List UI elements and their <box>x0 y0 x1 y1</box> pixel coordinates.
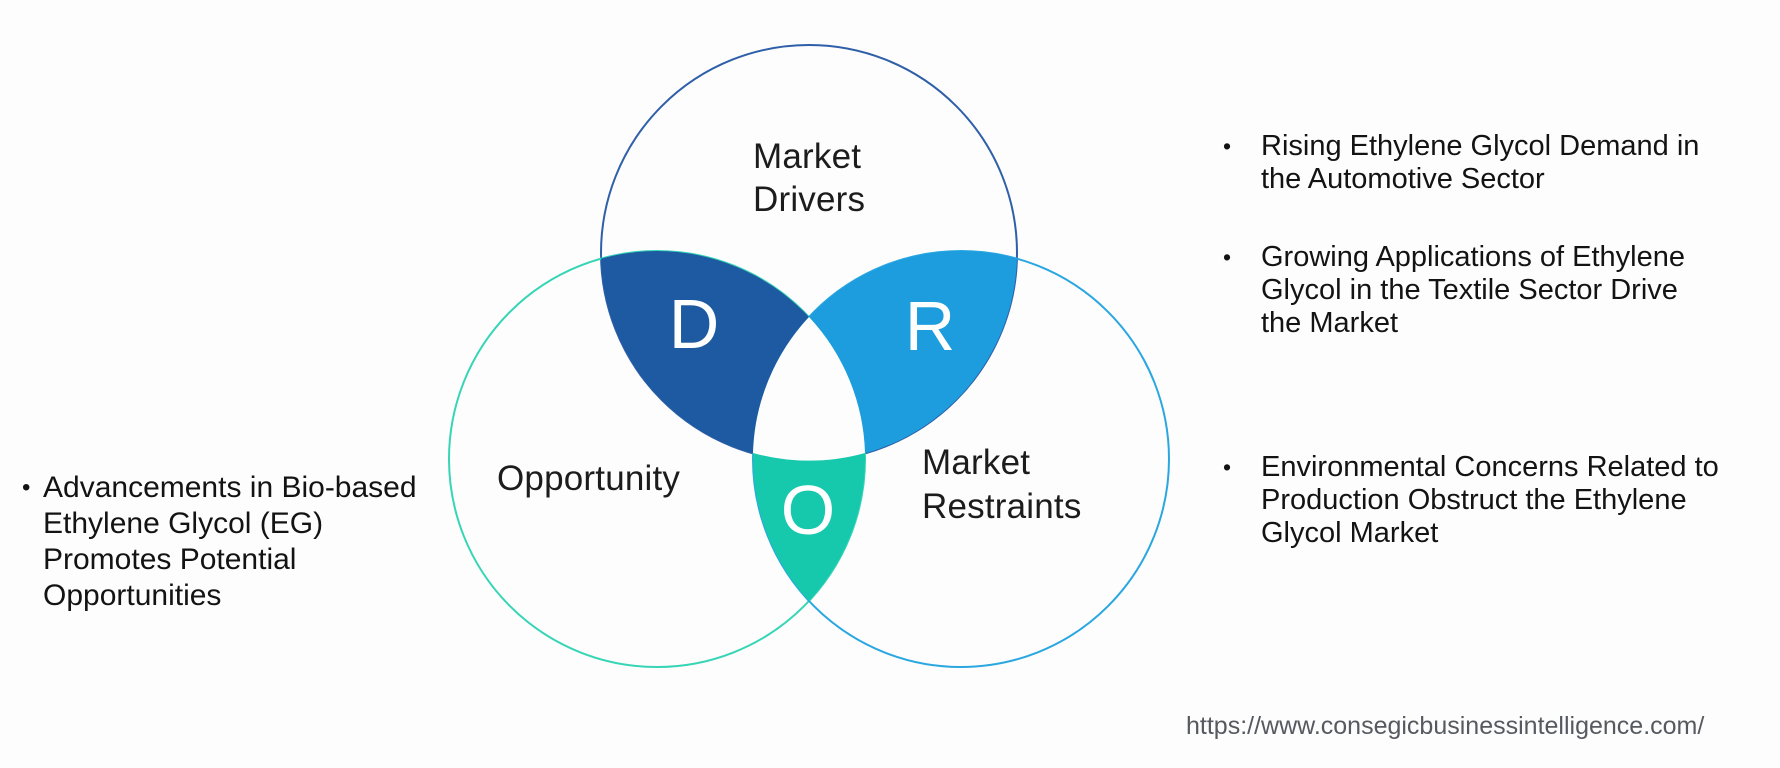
opportunity-circle-label: Opportunity <box>497 459 681 498</box>
opportunity-bullet-text: Advancements in Bio-based Ethylene Glyco… <box>43 471 417 612</box>
restraints-circle-label: Market Restraints <box>922 443 1082 526</box>
opportunity-bullet-item: • Advancements in Bio-based Ethylene Gly… <box>22 470 417 614</box>
bullet-icon: • <box>22 474 31 501</box>
letter-o: O <box>781 471 835 549</box>
letter-r: R <box>905 287 956 365</box>
bullet-icon: • <box>1223 454 1232 480</box>
driver-bullet-item-1: • Rising Ethylene Glycol Demand in the A… <box>1223 130 1699 196</box>
letter-d: D <box>669 285 720 363</box>
driver-bullet-text-2: Growing Applications of Ethylene Glycol … <box>1261 241 1685 339</box>
restraint-bullet-text: Environmental Concerns Related to Produc… <box>1261 451 1719 549</box>
bullet-icon: • <box>1223 133 1232 159</box>
source-url: https://www.consegicbusinessintelligence… <box>1186 712 1705 740</box>
driver-bullet-text-1: Rising Ethylene Glycol Demand in the Aut… <box>1261 130 1700 195</box>
bullet-icon: • <box>1223 244 1232 270</box>
restraint-bullet-item: • Environmental Concerns Related to Prod… <box>1223 451 1719 550</box>
triple-intersection <box>753 317 865 461</box>
drivers-circle-label: Market Drivers <box>753 137 866 219</box>
driver-bullet-item-2: • Growing Applications of Ethylene Glyco… <box>1223 241 1685 340</box>
